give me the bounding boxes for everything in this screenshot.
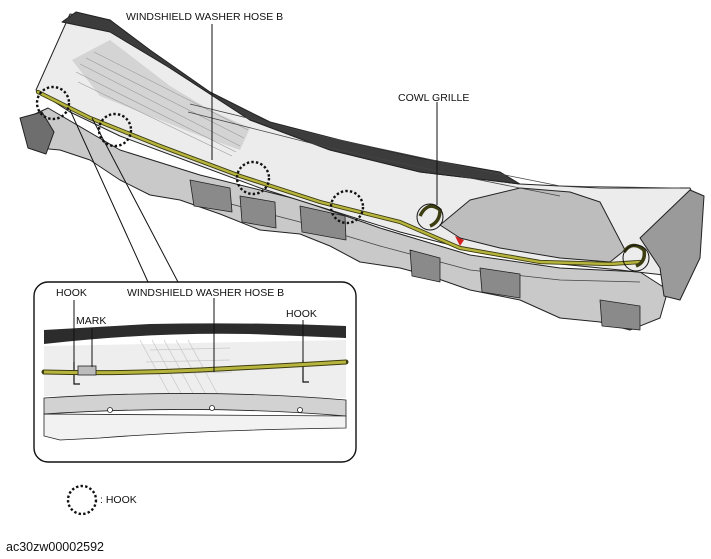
hook-circle-3 — [235, 160, 271, 196]
label-inset-hook-right: HOOK — [286, 308, 317, 320]
inset-mark — [77, 365, 97, 376]
cowl-left-tip — [19, 111, 55, 155]
inset-detail — [33, 281, 357, 463]
cowl-back-lip — [61, 11, 521, 185]
label-inset-mark: MARK — [76, 315, 107, 327]
inset-hook-right — [302, 360, 309, 383]
legend-label: : HOOK — [100, 494, 137, 506]
hose-mark-red — [455, 236, 464, 246]
cowl-grille-illustration — [19, 11, 705, 331]
washer-hose-main — [35, 89, 647, 268]
label-inset-hook-left: HOOK — [56, 287, 87, 299]
cowl-mesh — [72, 40, 250, 150]
label-inset-washer-hose: WINDSHIELD WASHER HOSE B — [127, 287, 285, 299]
dotted-circle-icon — [66, 484, 98, 516]
label-washer-hose-top: WINDSHIELD WASHER HOSE B — [126, 11, 284, 23]
figure-id: ac30zw00002592 — [6, 540, 104, 554]
cowl-right-end — [639, 189, 705, 301]
inset-hook-left — [73, 362, 80, 385]
hook-circle-2 — [97, 112, 133, 148]
grille-clip-circle-2 — [622, 244, 650, 272]
label-cowl-grille: COWL GRILLE — [398, 92, 470, 104]
hook-circle-1 — [35, 85, 71, 121]
leader-lines — [69, 24, 438, 283]
hook-markers — [35, 85, 365, 225]
grille-clip-circle-1 — [416, 203, 444, 231]
hook-circle-4 — [329, 189, 365, 225]
